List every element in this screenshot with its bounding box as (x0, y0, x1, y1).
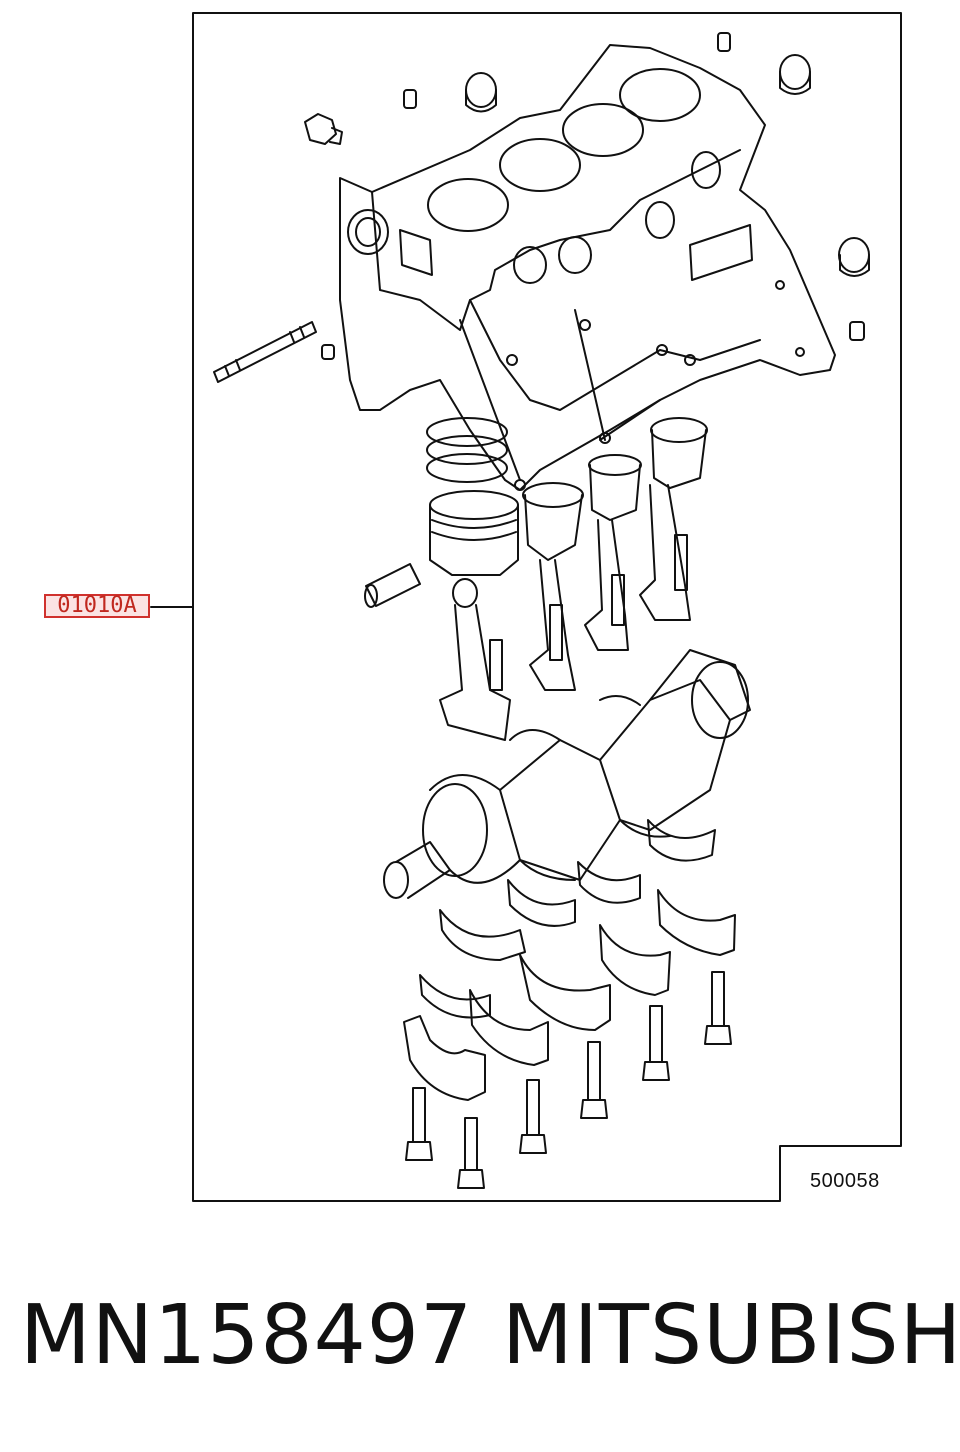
plug-icon (321, 32, 870, 360)
stud-bolt-icon (213, 321, 317, 383)
crankshaft-icon (383, 649, 751, 899)
bolt-icon (405, 534, 732, 1189)
piston-ring-icon (426, 417, 508, 483)
piston-pin-icon (364, 563, 421, 608)
drain-plug-icon (304, 113, 343, 145)
diagram-frame (192, 12, 902, 1202)
piston-icon (429, 417, 708, 576)
part-number: MN158497 (20, 1288, 474, 1383)
caption: MN158497 MITSUBISHI (0, 1288, 960, 1388)
brand-name: MITSUBISHI (502, 1288, 960, 1383)
figure-number: 500058 (810, 1170, 880, 1192)
connecting-rod-icon (439, 484, 691, 741)
cylinder-block-icon (339, 44, 836, 491)
engine-short-block-diagram (150, 12, 902, 1202)
bearing-cap-icon (403, 819, 736, 1101)
callout-label[interactable]: 01010A (44, 594, 150, 618)
